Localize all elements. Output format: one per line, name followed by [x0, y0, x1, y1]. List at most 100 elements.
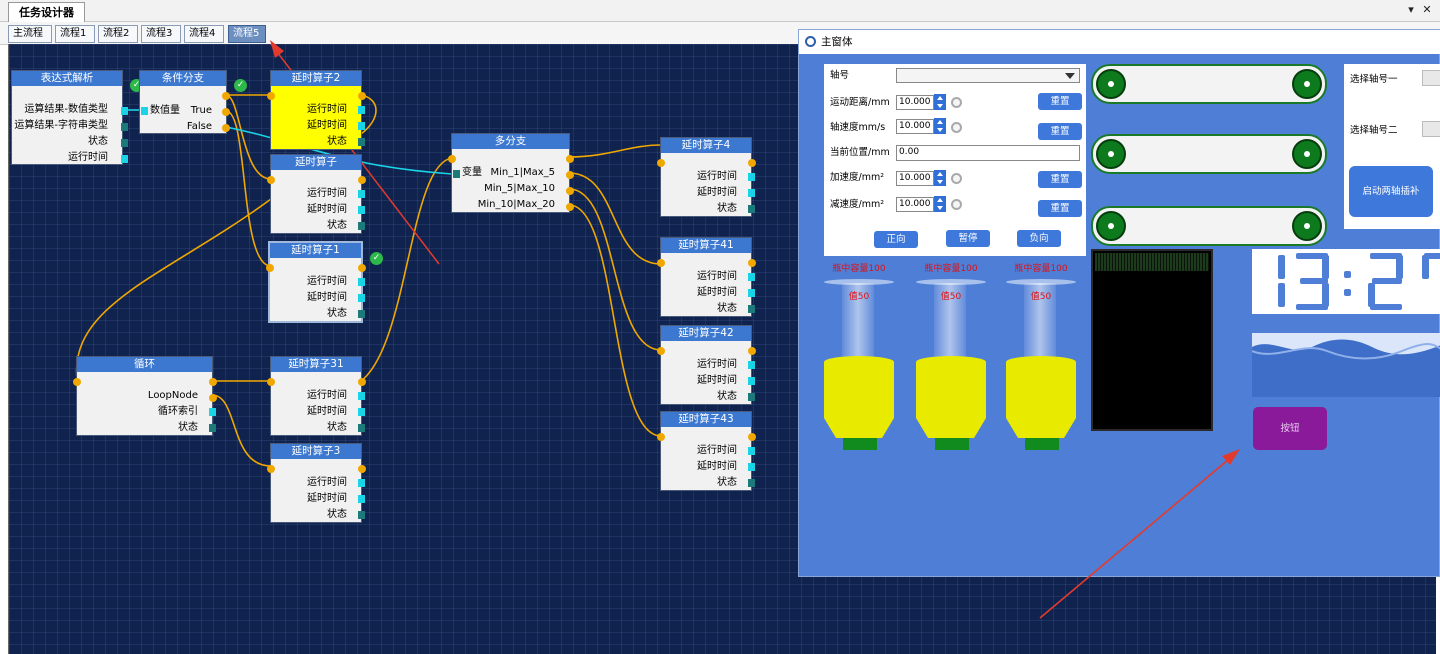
flow-port[interactable]: [73, 378, 81, 386]
flow-port[interactable]: [222, 108, 230, 116]
flow-port[interactable]: [358, 264, 366, 272]
deceleration-input[interactable]: 10.000: [896, 197, 934, 212]
flow-port[interactable]: [748, 433, 756, 441]
select-axis-2-dropdown[interactable]: [1422, 121, 1440, 137]
distance-spinner[interactable]: [934, 94, 946, 110]
window-title-tab[interactable]: 任务设计器: [8, 2, 85, 22]
output-port[interactable]: [748, 289, 755, 297]
distance-input[interactable]: 10.000: [896, 95, 934, 110]
output-port[interactable]: [358, 294, 365, 302]
flow-port[interactable]: [657, 259, 665, 267]
flow-port[interactable]: [358, 465, 366, 473]
flow-port[interactable]: [358, 176, 366, 184]
pause-button[interactable]: 暂停: [946, 230, 990, 247]
output-port[interactable]: [748, 189, 755, 197]
deceleration-spinner[interactable]: [934, 196, 946, 212]
node-delay-42[interactable]: 延时算子42 运行时间 延时时间 状态: [657, 325, 756, 405]
acceleration-spinner[interactable]: [934, 170, 946, 186]
tab-flow-1[interactable]: 流程1: [55, 25, 95, 43]
node-delay-4[interactable]: 延时算子4 运行时间 延时时间 状态: [657, 137, 756, 217]
tab-flow-4[interactable]: 流程4: [184, 25, 224, 43]
flow-port[interactable]: [209, 394, 217, 402]
output-port[interactable]: [748, 393, 755, 401]
input-port[interactable]: [453, 170, 460, 178]
speed-spinner[interactable]: [934, 118, 946, 134]
flow-port[interactable]: [566, 187, 574, 195]
output-port[interactable]: [748, 377, 755, 385]
node-delay-31[interactable]: 延时算子31 运行时间 延时时间 状态: [267, 356, 366, 436]
flow-port[interactable]: [657, 347, 665, 355]
speed-radio[interactable]: [951, 122, 962, 133]
output-port[interactable]: [121, 139, 128, 147]
output-port[interactable]: [121, 123, 128, 131]
output-port[interactable]: [358, 495, 365, 503]
flow-port[interactable]: [748, 159, 756, 167]
reset-deceleration-button[interactable]: 重置: [1038, 200, 1082, 217]
flow-port[interactable]: [267, 465, 275, 473]
node-condition-branch[interactable]: 条件分支 数值量 True False: [139, 70, 230, 134]
tab-flow-3[interactable]: 流程3: [141, 25, 181, 43]
flow-port[interactable]: [566, 171, 574, 179]
flow-port[interactable]: [222, 92, 230, 100]
reset-distance-button[interactable]: 重置: [1038, 93, 1082, 110]
speed-input[interactable]: 10.000: [896, 119, 934, 134]
output-port[interactable]: [358, 222, 365, 230]
output-port[interactable]: [358, 206, 365, 214]
chevron-down-icon[interactable]: [1065, 73, 1075, 79]
output-port[interactable]: [358, 479, 365, 487]
reset-acceleration-button[interactable]: 重置: [1038, 171, 1082, 188]
output-port[interactable]: [358, 138, 365, 146]
reverse-button[interactable]: 负向: [1017, 230, 1061, 247]
purple-action-button[interactable]: 按钮: [1253, 407, 1327, 450]
flow-port[interactable]: [267, 92, 275, 100]
output-port[interactable]: [358, 106, 365, 114]
main-form-titlebar[interactable]: 主窗体: [799, 30, 1440, 54]
output-port[interactable]: [358, 122, 365, 130]
node-loop[interactable]: 循环 LoopNode 循环索引 状态: [73, 356, 217, 436]
flow-port[interactable]: [209, 378, 217, 386]
flow-port[interactable]: [266, 264, 274, 272]
node-delay-3[interactable]: 延时算子3 运行时间 延时时间 状态: [267, 443, 366, 523]
position-input[interactable]: 0.00: [896, 145, 1080, 161]
output-port[interactable]: [358, 392, 365, 400]
close-icon[interactable]: ✕: [1422, 3, 1432, 16]
output-port[interactable]: [358, 424, 365, 432]
tab-flow-2[interactable]: 流程2: [98, 25, 138, 43]
output-port[interactable]: [748, 463, 755, 471]
output-port[interactable]: [358, 408, 365, 416]
flow-port[interactable]: [222, 124, 230, 132]
reset-speed-button[interactable]: 重置: [1038, 123, 1082, 140]
node-delay-2[interactable]: 延时算子2 运行时间 延时时间 状态: [267, 70, 366, 150]
output-port[interactable]: [748, 479, 755, 487]
flow-port[interactable]: [748, 259, 756, 267]
flow-port[interactable]: [358, 378, 366, 386]
node-delay[interactable]: 延时算子 运行时间 延时时间 状态: [267, 154, 366, 234]
output-port[interactable]: [748, 447, 755, 455]
output-port[interactable]: [358, 278, 365, 286]
main-form-window[interactable]: 主窗体 轴号 运动距离/mm 10.000 重置 轴速度mm/s 10.000 …: [798, 29, 1440, 577]
distance-radio[interactable]: [951, 97, 962, 108]
output-port[interactable]: [358, 190, 365, 198]
node-delay-43[interactable]: 延时算子43 运行时间 延时时间 状态: [657, 411, 756, 491]
select-axis-1-dropdown[interactable]: [1422, 70, 1440, 86]
deceleration-radio[interactable]: [951, 199, 962, 210]
flow-port[interactable]: [566, 203, 574, 211]
acceleration-radio[interactable]: [951, 173, 962, 184]
forward-button[interactable]: 正向: [874, 231, 918, 248]
flow-port[interactable]: [358, 92, 366, 100]
flow-port[interactable]: [267, 378, 275, 386]
output-port[interactable]: [748, 361, 755, 369]
output-port[interactable]: [748, 173, 755, 181]
flow-port[interactable]: [657, 433, 665, 441]
output-port[interactable]: [209, 408, 216, 416]
tab-flow-5[interactable]: 流程5: [228, 25, 266, 43]
node-multi-branch[interactable]: 多分支 变量 Min_1|Max_5 Min_5|Max_10 Min_10|M…: [448, 133, 574, 213]
output-port[interactable]: [748, 305, 755, 313]
pin-icon[interactable]: ▾: [1408, 3, 1414, 16]
input-port[interactable]: [141, 107, 148, 115]
axis-select[interactable]: [896, 68, 1080, 83]
node-delay-41[interactable]: 延时算子41 运行时间 延时时间 状态: [657, 237, 756, 317]
flow-port[interactable]: [748, 347, 756, 355]
flow-port[interactable]: [267, 176, 275, 184]
output-port[interactable]: [358, 511, 365, 519]
